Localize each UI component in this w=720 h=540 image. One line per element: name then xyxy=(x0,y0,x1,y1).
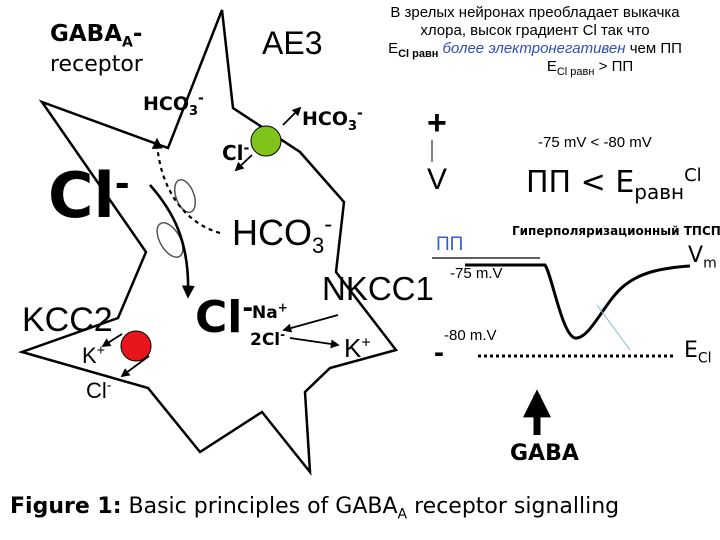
gaba-label: GABA xyxy=(510,441,579,466)
cl-bottom-label: Cl- xyxy=(86,376,112,403)
note-line-2: хлора, высок градиент Cl так что xyxy=(420,22,650,39)
voltage-label: V xyxy=(427,163,448,196)
note-line-3: ECl равн более электронегативен чем ПП xyxy=(388,40,682,60)
cl-center-label: Cl- xyxy=(195,292,254,343)
neuron-outline xyxy=(17,9,399,476)
note-line-1: В зрелых нейронах преобладает выкачка xyxy=(390,4,680,21)
minus-sign: - xyxy=(434,336,444,369)
receptor-label: receptor xyxy=(50,52,143,77)
gaba-receptor-ellipse-bottom xyxy=(156,222,184,258)
vm-guide-line xyxy=(596,304,631,351)
hco3-top-label: HCO3- xyxy=(143,90,204,119)
plus-sign: + xyxy=(427,104,447,142)
vm-trace xyxy=(465,263,691,340)
minus-80-mv-label: -80 m.V xyxy=(444,327,497,344)
mv-comparison: -75 mV < -80 mV xyxy=(538,134,652,151)
minus-75-mv-label: -75 m.V xyxy=(450,265,503,282)
k-left-label: K+ xyxy=(82,341,105,368)
vm-label: Vm xyxy=(688,243,717,272)
ae3-label: AE3 xyxy=(262,25,323,61)
ae3-ion xyxy=(250,125,282,157)
resting-potential-label: ПП xyxy=(436,234,464,255)
gaba-receptor-ellipse-top xyxy=(173,178,197,214)
gaba-receptor-label: GABAA- xyxy=(50,21,143,51)
hco3-mid-label: HCO3- xyxy=(232,211,333,259)
cl-small-label: Cl- xyxy=(222,140,250,165)
cl-inflow-arrow xyxy=(149,184,195,299)
na-label: Na+ xyxy=(252,300,288,323)
ecl-label: ECl xyxy=(684,338,712,367)
explanation-note: В зрелых нейронах преобладает выкачка хл… xyxy=(352,4,718,78)
cl-big-label: Cl- xyxy=(48,159,130,232)
figure-caption: Figure 1: Basic principles of GABAA rece… xyxy=(10,494,620,523)
hyperpolarizing-ipsp-label: Гиперполяризационный ТПСП xyxy=(512,224,720,238)
nkcc1-label: NKCC1 xyxy=(322,270,434,307)
hco3-right-label: HCO3- xyxy=(302,105,363,134)
k-right-label: K+ xyxy=(344,333,371,363)
twocl-label: 2Cl- xyxy=(250,327,286,350)
pp-formula: ПП < EравнCl xyxy=(526,165,702,204)
kcc2-ion xyxy=(120,330,152,362)
note-line-4: ECl равн > ПП xyxy=(546,58,634,78)
kcc2-label: KCC2 xyxy=(22,301,113,339)
